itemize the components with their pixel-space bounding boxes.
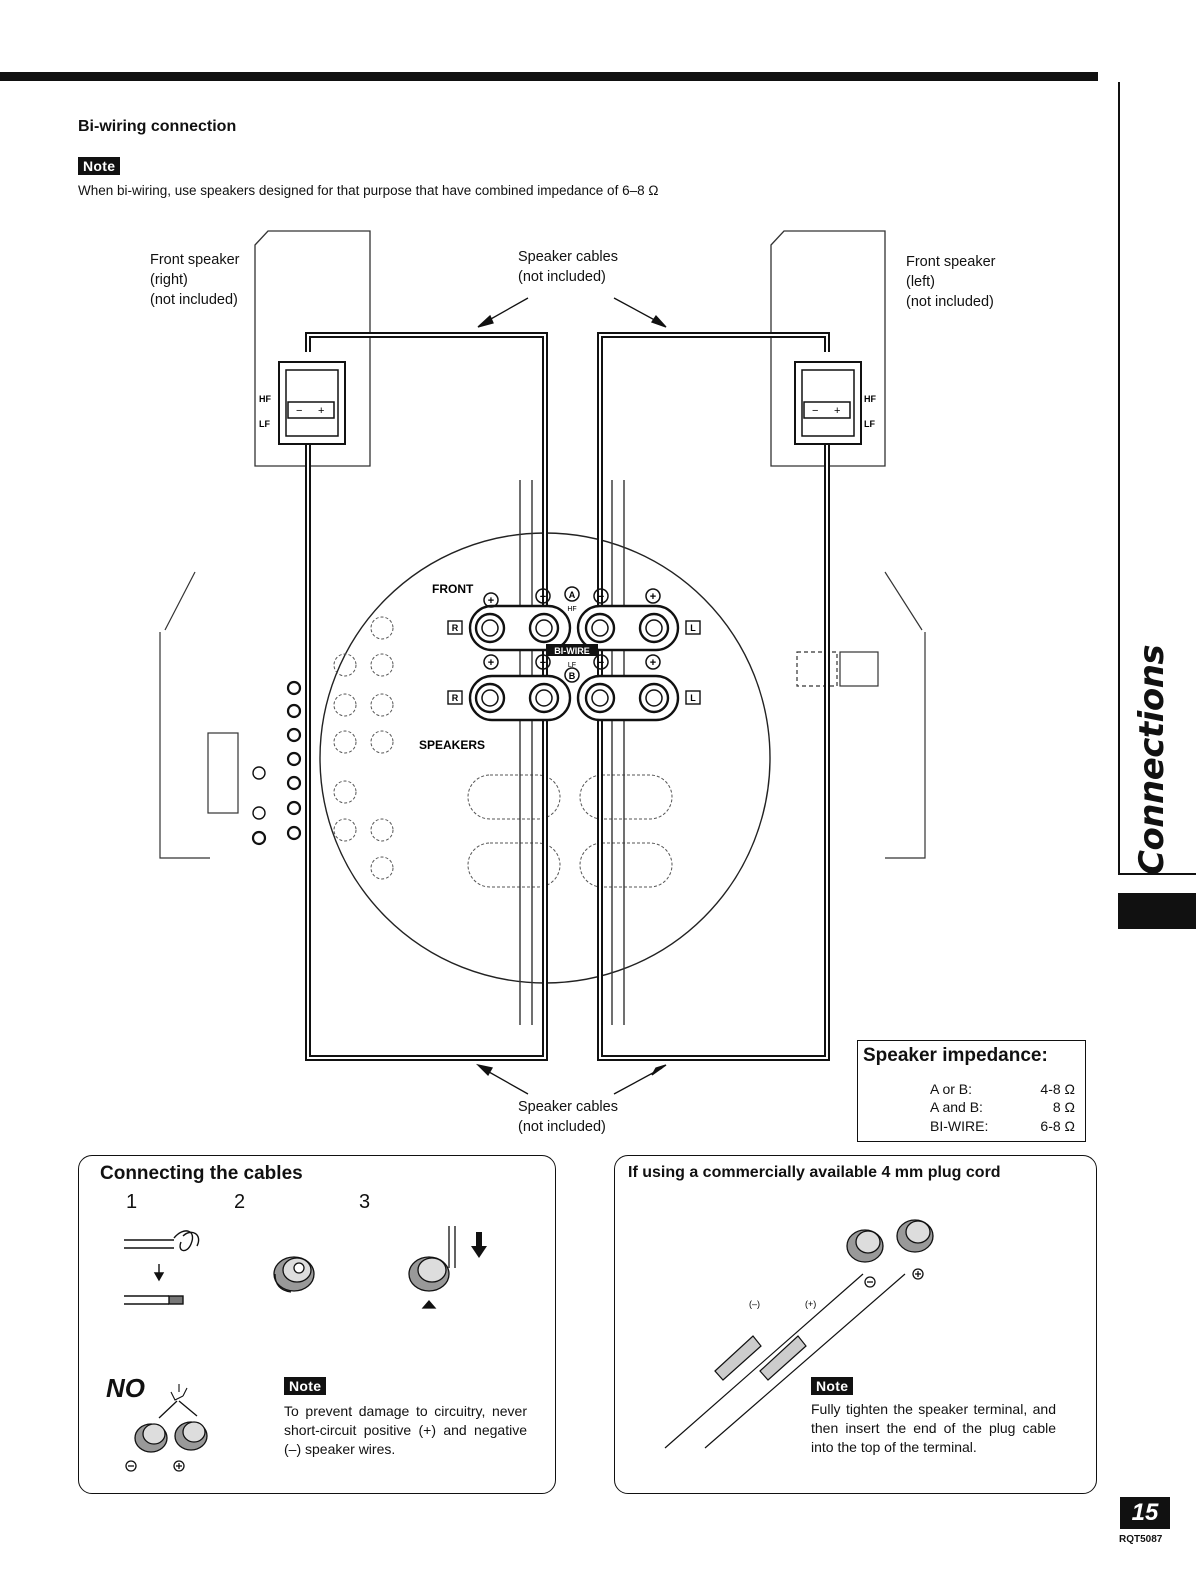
front-speaker-left-label: Front speaker (left) (not included) xyxy=(906,254,996,310)
right-lf-label: LF xyxy=(259,419,270,429)
impedance-row-value: 4-8 Ω xyxy=(1040,1081,1075,1097)
plug-note-label: Note xyxy=(811,1377,854,1395)
jack-column xyxy=(251,680,302,846)
short-circuit-warning-icon xyxy=(125,1384,208,1472)
stripped-wire-icon xyxy=(124,1230,200,1305)
top-rule xyxy=(0,72,1098,81)
terminal-icon xyxy=(273,1256,315,1293)
side-divider xyxy=(1118,873,1196,875)
step-2-number: 2 xyxy=(234,1191,246,1213)
section-heading: Bi-wiring connection xyxy=(78,118,237,135)
down-arrow-icon xyxy=(471,1232,487,1258)
plug-terminal-icons xyxy=(846,1219,934,1288)
speaker-left-terminals: HF LF − + xyxy=(794,361,876,445)
impedance-title: Speaker impedance: xyxy=(863,1045,1048,1066)
plug-cord-illustration: (–) (+) xyxy=(664,1219,934,1449)
page-code: RQT5087 xyxy=(1119,1534,1163,1545)
terminal-b-label: B xyxy=(569,671,576,681)
terminal-minus-3: − xyxy=(540,657,546,669)
left-plus-sign: + xyxy=(834,405,840,417)
right-hf-label: HF xyxy=(259,394,271,404)
impedance-row-label: A or B: xyxy=(930,1081,973,1097)
r-label-1: R xyxy=(452,623,459,633)
l-label-2: L xyxy=(690,693,696,703)
note-text: When bi-wiring, use speakers designed fo… xyxy=(78,183,659,198)
plug-note-text: Fully tighten the speaker terminal, and … xyxy=(811,1401,1056,1455)
impedance-row-label: BI-WIRE: xyxy=(930,1118,989,1134)
side-tab-label: Connections xyxy=(1132,644,1172,876)
r-label-2: R xyxy=(452,693,459,703)
right-minus-sign: − xyxy=(296,405,302,417)
connecting-note-text: To prevent damage to circuitry, never sh… xyxy=(284,1403,527,1457)
terminal-plus-1: + xyxy=(488,595,494,607)
terminal-minus-4: − xyxy=(598,657,604,669)
note-badge-label: Note xyxy=(78,157,121,175)
panel-minor-jacks xyxy=(333,616,673,888)
biwire-label: BI-WIRE xyxy=(554,646,590,656)
step-1-number: 1 xyxy=(126,1191,138,1213)
side-rule xyxy=(1118,82,1120,874)
left-hf-label: HF xyxy=(864,394,876,404)
terminal-plus-2: + xyxy=(650,591,656,603)
page-number: 15 xyxy=(1120,1497,1170,1529)
left-minus-sign: − xyxy=(812,405,818,417)
amp-lf-label: LF xyxy=(568,662,576,669)
speaker-cables-top-label: Speaker cables (not included) xyxy=(518,249,618,285)
side-tab-marker xyxy=(1118,893,1196,929)
note-badge: Note xyxy=(78,157,121,176)
speaker-right-terminals: HF LF − + xyxy=(259,361,346,445)
left-lf-label: LF xyxy=(864,419,875,429)
unit-outline xyxy=(159,571,926,859)
plug-cable-icon xyxy=(664,1273,906,1449)
step-3-number: 3 xyxy=(359,1191,371,1213)
speaker-cables xyxy=(305,332,830,1061)
connecting-note-label: Note xyxy=(284,1377,327,1395)
impedance-row-label: A and B: xyxy=(930,1099,983,1115)
speakers-label: SPEAKERS xyxy=(419,738,485,752)
plug-note-badge: Note xyxy=(811,1377,854,1396)
impedance-row-value: 6-8 Ω xyxy=(1040,1118,1075,1134)
connecting-cables-panel: Connecting the cables 1 2 3 xyxy=(78,1155,556,1494)
amp-hf-label: HF xyxy=(567,606,576,613)
l-label-1: L xyxy=(690,623,696,633)
connecting-illustrations xyxy=(124,1226,487,1472)
cable-arrows xyxy=(475,297,667,1095)
terminal-a-label: A xyxy=(569,590,576,600)
plug-minus-label: (–) xyxy=(749,1299,760,1309)
terminal-plus-3: + xyxy=(488,657,494,669)
terminal-plus-4: + xyxy=(650,657,656,669)
right-plus-sign: + xyxy=(318,405,324,417)
amp-terminals: + − − + + − − + A B FRONT SPEAKERS BI-WI… xyxy=(419,582,701,752)
plug-plus-label: (+) xyxy=(805,1299,816,1309)
terminal-minus-1: − xyxy=(540,591,546,603)
speaker-impedance-box: Speaker impedance: A or B: 4-8 Ω A and B… xyxy=(857,1040,1086,1142)
connecting-note-badge: Note xyxy=(284,1377,327,1396)
front-speaker-right-label: Front speaker (right) (not included) xyxy=(150,252,240,308)
plug-cord-panel: If using a commercially available 4 mm p… xyxy=(614,1155,1097,1494)
biwiring-diagram: HF LF − + HF LF − + xyxy=(159,230,926,1095)
impedance-row-value: 8 Ω xyxy=(1052,1099,1075,1115)
terminal-minus-2: − xyxy=(598,591,604,603)
no-label: NO xyxy=(106,1373,145,1403)
speaker-cables-bottom-label: Speaker cables (not included) xyxy=(518,1099,618,1135)
connecting-title: Connecting the cables xyxy=(100,1163,303,1184)
terminal-wire-icon xyxy=(408,1226,456,1309)
plug-cord-title: If using a commercially available 4 mm p… xyxy=(628,1164,1001,1181)
front-label: FRONT xyxy=(432,582,474,596)
